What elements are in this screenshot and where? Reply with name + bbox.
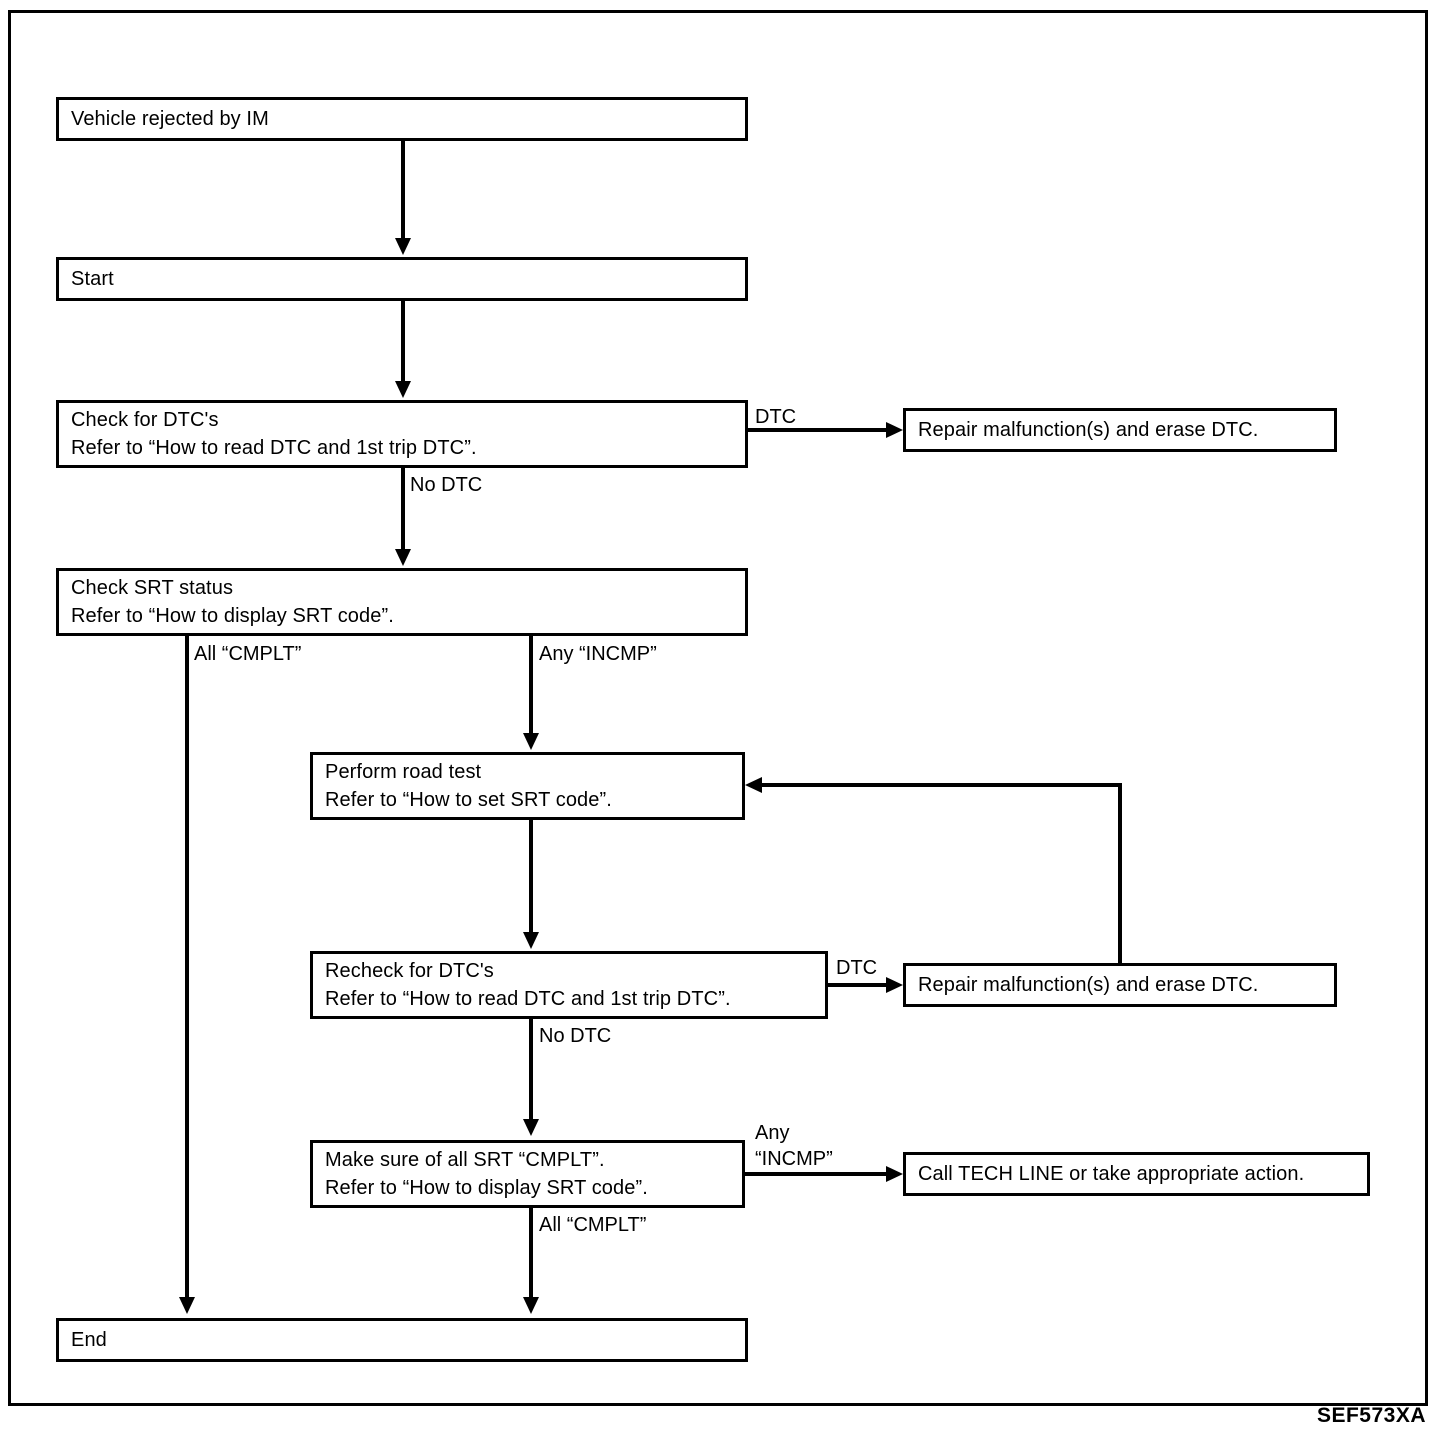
edge-checksrt-to-end-left-arrowhead — [179, 1297, 195, 1314]
node-start-line1: Start — [71, 268, 114, 290]
edge-label-no-dtc-top: No DTC — [410, 474, 483, 496]
edge-checkdtc-to-repairtop — [748, 428, 888, 432]
figure-code-label: SEF573XA — [1316, 1404, 1426, 1427]
edge-start-to-checkdtc-arrowhead — [395, 381, 411, 398]
node-end[interactable]: End — [56, 1318, 748, 1362]
edge-label-any-incmp-mid: Any “INCMP” — [539, 643, 657, 665]
node-recheck-dtc[interactable]: Recheck for DTC's Refer to “How to read … — [310, 951, 828, 1019]
edge-label-any-incmp-bottom-line1: Any — [755, 1122, 790, 1144]
node-road-test[interactable]: Perform road test Refer to “How to set S… — [310, 752, 745, 820]
edge-recheck-to-makesure — [529, 1019, 533, 1121]
node-check-srt[interactable]: Check SRT status Refer to “How to displa… — [56, 568, 748, 636]
node-check-srt-line2: Refer to “How to display SRT code”. — [71, 605, 394, 627]
edge-recheck-to-makesure-arrowhead — [523, 1119, 539, 1136]
edge-roadtest-to-recheck-arrowhead — [523, 932, 539, 949]
node-tech-line-line1: Call TECH LINE or take appropriate actio… — [918, 1163, 1305, 1185]
edge-label-all-cmplt-bottom: All “CMPLT” — [539, 1214, 647, 1236]
node-make-sure-srt-line1: Make sure of all SRT “CMPLT”. — [325, 1149, 605, 1171]
edge-roadtest-to-recheck — [529, 820, 533, 934]
node-recheck-dtc-line1: Recheck for DTC's — [325, 960, 494, 982]
edge-makesure-to-end-arrowhead — [523, 1297, 539, 1314]
edge-label-dtc-bottom: DTC — [836, 957, 878, 979]
node-road-test-line2: Refer to “How to set SRT code”. — [325, 789, 612, 811]
node-tech-line[interactable]: Call TECH LINE or take appropriate actio… — [903, 1152, 1370, 1196]
edge-repairbottom-loop-vertical — [1118, 783, 1122, 963]
node-vehicle-rejected-line1: Vehicle rejected by IM — [71, 108, 269, 130]
edge-recheck-to-repairbottom-arrowhead — [886, 977, 903, 993]
node-end-line1: End — [71, 1329, 107, 1351]
edge-repairbottom-loop-arrowhead — [745, 777, 762, 793]
figure-border — [8, 10, 1428, 1406]
node-check-dtc-line2: Refer to “How to read DTC and 1st trip D… — [71, 437, 477, 459]
edge-label-any-incmp-bottom-line2: “INCMP” — [755, 1148, 833, 1170]
node-recheck-dtc-line2: Refer to “How to read DTC and 1st trip D… — [325, 988, 731, 1010]
edge-label-dtc-top: DTC — [755, 406, 797, 428]
edge-vehicle-to-start-arrowhead — [395, 238, 411, 255]
node-make-sure-srt-line2: Refer to “How to display SRT code”. — [325, 1177, 648, 1199]
edge-checkdtc-to-checksrt-arrowhead — [395, 549, 411, 566]
node-repair-top-line1: Repair malfunction(s) and erase DTC. — [918, 419, 1259, 441]
edge-makesure-to-end — [529, 1208, 533, 1299]
edge-checksrt-to-end-left — [185, 636, 189, 1299]
node-repair-top[interactable]: Repair malfunction(s) and erase DTC. — [903, 408, 1337, 452]
edge-vehicle-to-start — [401, 141, 405, 240]
edge-makesure-to-techline — [745, 1172, 888, 1176]
edge-checksrt-to-roadtest — [529, 636, 533, 735]
node-check-dtc[interactable]: Check for DTC's Refer to “How to read DT… — [56, 400, 748, 468]
node-check-dtc-line1: Check for DTC's — [71, 409, 219, 431]
node-repair-bottom[interactable]: Repair malfunction(s) and erase DTC. — [903, 963, 1337, 1007]
edge-checksrt-to-roadtest-arrowhead — [523, 733, 539, 750]
node-vehicle-rejected[interactable]: Vehicle rejected by IM — [56, 97, 748, 141]
node-make-sure-srt[interactable]: Make sure of all SRT “CMPLT”. Refer to “… — [310, 1140, 745, 1208]
node-check-srt-line1: Check SRT status — [71, 577, 234, 599]
edge-checkdtc-to-checksrt — [401, 468, 405, 551]
edge-start-to-checkdtc — [401, 301, 405, 383]
edge-label-no-dtc-bottom: No DTC — [539, 1025, 612, 1047]
node-start[interactable]: Start — [56, 257, 748, 301]
node-road-test-line1: Perform road test — [325, 761, 482, 783]
edge-label-all-cmplt-left: All “CMPLT” — [194, 643, 302, 665]
edge-checkdtc-to-repairtop-arrowhead — [886, 422, 903, 438]
edge-repairbottom-loop-horizontal — [762, 783, 1122, 787]
node-repair-bottom-line1: Repair malfunction(s) and erase DTC. — [918, 974, 1259, 996]
edge-recheck-to-repairbottom — [828, 983, 888, 987]
edge-makesure-to-techline-arrowhead — [886, 1166, 903, 1182]
